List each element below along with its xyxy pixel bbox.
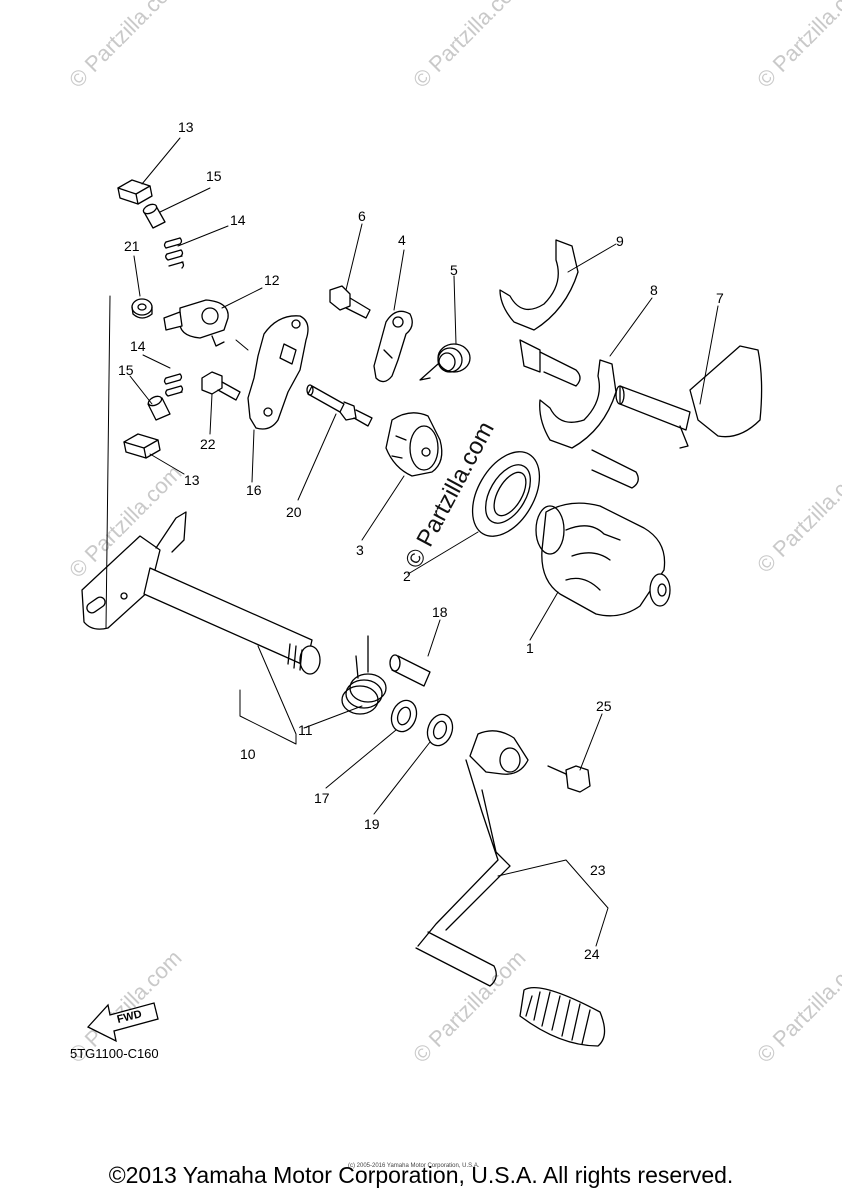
- part-24-pedal-rubber: [519, 987, 606, 1047]
- callout-11: 11: [298, 722, 313, 738]
- callout-17: 17: [314, 790, 330, 806]
- copyright-footer: ©2013 Yamaha Motor Corporation, U.S.A. A…: [108, 1162, 734, 1188]
- part-1-shift-drum: [535, 502, 671, 617]
- part-17-washer: [390, 699, 418, 733]
- callout-5: 5: [450, 262, 458, 278]
- callout-6: 6: [358, 208, 366, 224]
- callout-22: 22: [200, 436, 216, 452]
- callout-13-top: 13: [178, 119, 194, 135]
- callout-10: 10: [240, 746, 256, 762]
- callout-18: 18: [432, 604, 448, 620]
- leader-lines: [105, 137, 719, 947]
- part-22-bolt: [201, 371, 241, 401]
- callout-16: 16: [246, 482, 262, 498]
- part-5-spring: [419, 343, 471, 381]
- part-2-bearing: [471, 451, 541, 537]
- part-6-bolt: [329, 285, 371, 319]
- part-14-spring-top: [163, 237, 185, 269]
- callout-12: 12: [264, 272, 280, 288]
- callout-24: 24: [584, 946, 600, 962]
- callout-15-lower: 15: [118, 362, 134, 378]
- part-12-stopper-lever: [163, 299, 229, 347]
- part-20-pin: [306, 384, 373, 427]
- callout-25: 25: [596, 698, 612, 714]
- callout-4: 4: [398, 232, 406, 248]
- part-25-bolt: [547, 765, 591, 793]
- callout-9: 9: [616, 233, 624, 249]
- part-8-shift-fork: [539, 359, 639, 489]
- callout-13-lower: 13: [184, 472, 200, 488]
- fwd-label: FWD: [116, 1008, 143, 1026]
- callout-20: 20: [286, 504, 302, 520]
- part-9-shift-fork: [499, 239, 581, 387]
- small-copyright-note: (c) 2005-2016 Yamaha Motor Corporation, …: [348, 1163, 480, 1169]
- callout-15-top: 15: [206, 168, 222, 184]
- diagram-part-code: 5TG1100-C160: [70, 1046, 159, 1061]
- part-16-segment: [247, 315, 309, 430]
- callout-23: 23: [590, 862, 606, 878]
- fwd-arrow-icon: FWD: [86, 1002, 159, 1043]
- part-23-shift-pedal: [415, 730, 529, 987]
- callout-19: 19: [364, 816, 380, 832]
- callout-2: 2: [403, 568, 411, 584]
- part-10-shift-shaft: [81, 511, 321, 675]
- part-19-bushing: [426, 713, 454, 747]
- part-3-drum-segment: [385, 412, 443, 477]
- part-13-key-lower: [123, 433, 161, 459]
- part-15-pin-lower: [147, 395, 171, 421]
- part-13-key-top: [117, 179, 153, 205]
- part-14-spring-lower: [163, 373, 184, 397]
- callout-3: 3: [356, 542, 364, 558]
- part-4-link: [373, 310, 413, 383]
- part-21-washer: [131, 298, 153, 319]
- part-15-pin-top: [142, 203, 166, 229]
- part-7-shift-fork: [615, 345, 763, 449]
- callout-21: 21: [124, 238, 140, 254]
- callout-8: 8: [650, 282, 658, 298]
- callout-14-lower: 14: [130, 338, 146, 354]
- callout-7: 7: [716, 290, 724, 306]
- callout-1: 1: [526, 640, 534, 656]
- part-11-spring: [341, 635, 387, 715]
- part-18-collar: [389, 654, 431, 687]
- callout-14-top: 14: [230, 212, 246, 228]
